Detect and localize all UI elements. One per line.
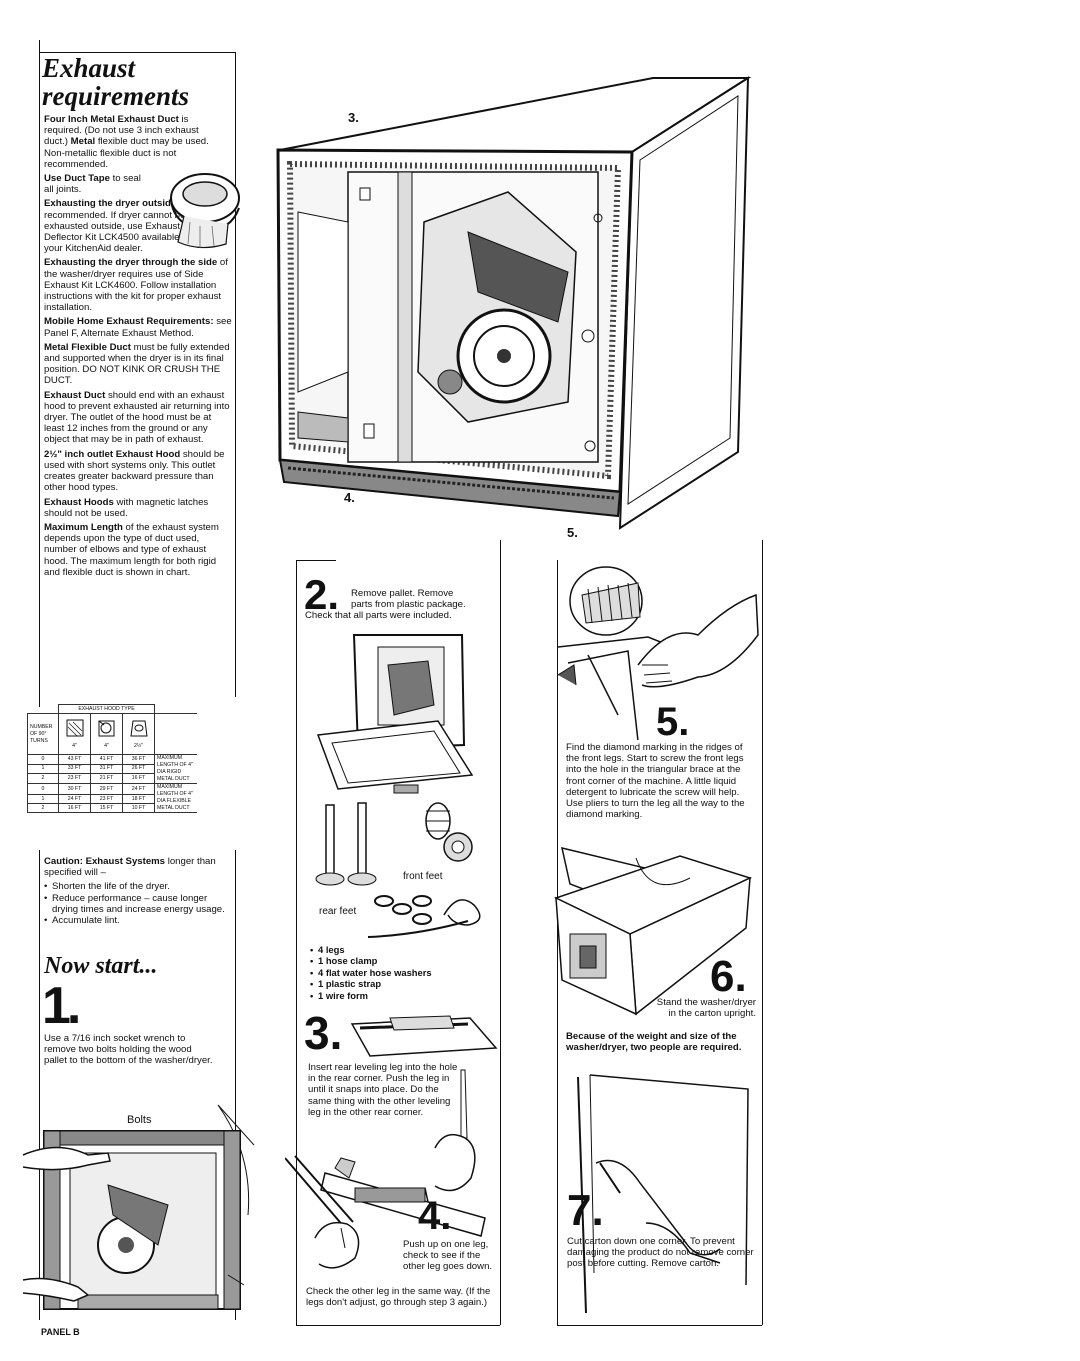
step3-text: Insert rear leveling leg into the hole i… [308,1062,458,1118]
step4-number: 4. [418,1194,452,1238]
exhaust-paragraph-1: Four Inch Metal Exhaust Duct is required… [44,114,209,170]
caution-list: Shorten the life of the dryer. Reduce pe… [44,881,230,926]
exhaust-paragraph-9: Exhaust Hoods with magnetic latches shou… [44,496,209,519]
list-item: 1 plastic strap [310,978,432,990]
box-hood-icon [98,720,114,737]
table-row: 2 16 FT 15 FT 10 FT [27,803,198,813]
step5-number: 5. [656,700,690,744]
step5-text: Find the diamond marking in the ridges o… [566,742,745,821]
exhaust-body: Four Inch Metal Exhaust Duct is required… [44,114,232,581]
list-item: 4 legs [310,944,432,956]
step3-number: 3. [304,1007,343,1059]
bolts-label: Bolts [127,1114,152,1126]
step3-corner-illustration [350,1015,498,1057]
step5-front-leg-illustration [558,566,759,740]
exhaust-paragraph-2: Use Duct Tape to seal all joints. [44,173,141,196]
exhaust-paragraph-10: Maximum Length of the exhaust system dep… [44,521,219,578]
exhaust-chart: EXHAUST HOOD TYPE NUMBER OF 90° TURNS 4"… [27,704,197,813]
exhaust-length-table: EXHAUST HOOD TYPE NUMBER OF 90° TURNS 4"… [27,704,197,813]
step1-pallet-illustration [22,1104,255,1310]
step6-text: Stand the washer/dryer in the carton upr… [656,997,756,1020]
exhaust-title: Exhaust requirements [42,54,189,110]
step7-number: 7. [567,1186,604,1235]
flexible-duct-label: MAXIMUM LENGTH OF 4" DIA FLEXIBLE METAL … [154,783,197,813]
hood-type-1: 4" [58,713,91,755]
step6-warning: Because of the weight and size of the wa… [566,1031,742,1054]
duct-tape-icon [170,173,240,249]
step2-text: Remove pallet. Remove parts from plastic… [305,588,466,622]
small-hood-icon [129,720,148,737]
rigid-duct-label: MAXIMUM LENGTH OF 4" DIA RIGID METAL DUC… [154,754,197,784]
exhaust-title-line2: requirements [42,81,190,111]
list-item: Accumulate lint. [44,915,230,926]
step7-cut-carton-illustration [577,1074,749,1314]
parts-list: 4 legs 1 hose clamp 4 flat water hose wa… [310,944,432,1001]
caution-text: Caution: Exhaust Systems longer than spe… [44,856,216,879]
step3-4-hands-illustration [285,1069,486,1269]
exhaust-paragraph-6: Metal Flexible Duct must be fully extend… [44,341,230,387]
list-item: 1 hose clamp [310,955,432,967]
exhaust-paragraph-4: Exhausting the dryer through the side of… [44,257,228,314]
now-start-heading: Now start... [44,953,158,979]
step1-number: 1. [42,977,81,1035]
list-item: 1 wire form [310,990,432,1002]
chart-header: EXHAUST HOOD TYPE [58,704,155,714]
step2-pallet-parts-illustration [315,634,481,938]
list-item: 4 flat water hose washers [310,967,432,979]
main-label-3: 3. [348,110,359,125]
main-label-5: 5. [567,525,578,540]
main-label-4: 4. [344,490,355,505]
hood-type-3: 2½" [122,713,155,755]
step6-number: 6. [710,952,747,1001]
table-row: 0 30 FT 29 FT 24 FT MAXIMUM LENGTH OF 4"… [27,783,197,813]
louvered-hood-icon [66,719,83,737]
exhaust-paragraph-5: Mobile Home Exhaust Requirements: see Pa… [44,316,232,339]
step1-text: Use a 7/16 inch socket wrench to remove … [44,1033,213,1067]
step2-number: 2. [304,571,340,618]
exhaust-title-line1: Exhaust [42,53,136,83]
step4-text-bottom: Check the other leg in the same way. (If… [306,1286,491,1309]
exhaust-paragraph-7: Exhaust Duct should end with an exhaust … [44,389,230,446]
list-item: Shorten the life of the dryer. [44,881,230,892]
front-feet-label: front feet [403,871,443,882]
washer-dryer-back-illustration [276,76,752,530]
hood-type-2: 4" [90,713,123,755]
panel-label: PANEL B [41,1327,80,1337]
rear-feet-label: rear feet [319,906,357,917]
chart-row-label: NUMBER OF 90° TURNS [27,713,59,755]
exhaust-paragraph-8: 2½" inch outlet Exhaust Hood should be u… [44,448,225,494]
step7-text: Cut carton down one corner. To prevent d… [567,1236,754,1270]
table-row: 0 43 FT 41 FT 36 FT MAXIMUM LENGTH OF 4"… [27,754,197,784]
step6-carton-illustration [554,846,753,1016]
caution-block: Caution: Exhaust Systems longer than spe… [44,856,230,926]
step4-text-right: Push up on one leg, check to see if the … [403,1239,493,1273]
list-item: Reduce performance – cause longer drying… [44,893,230,915]
